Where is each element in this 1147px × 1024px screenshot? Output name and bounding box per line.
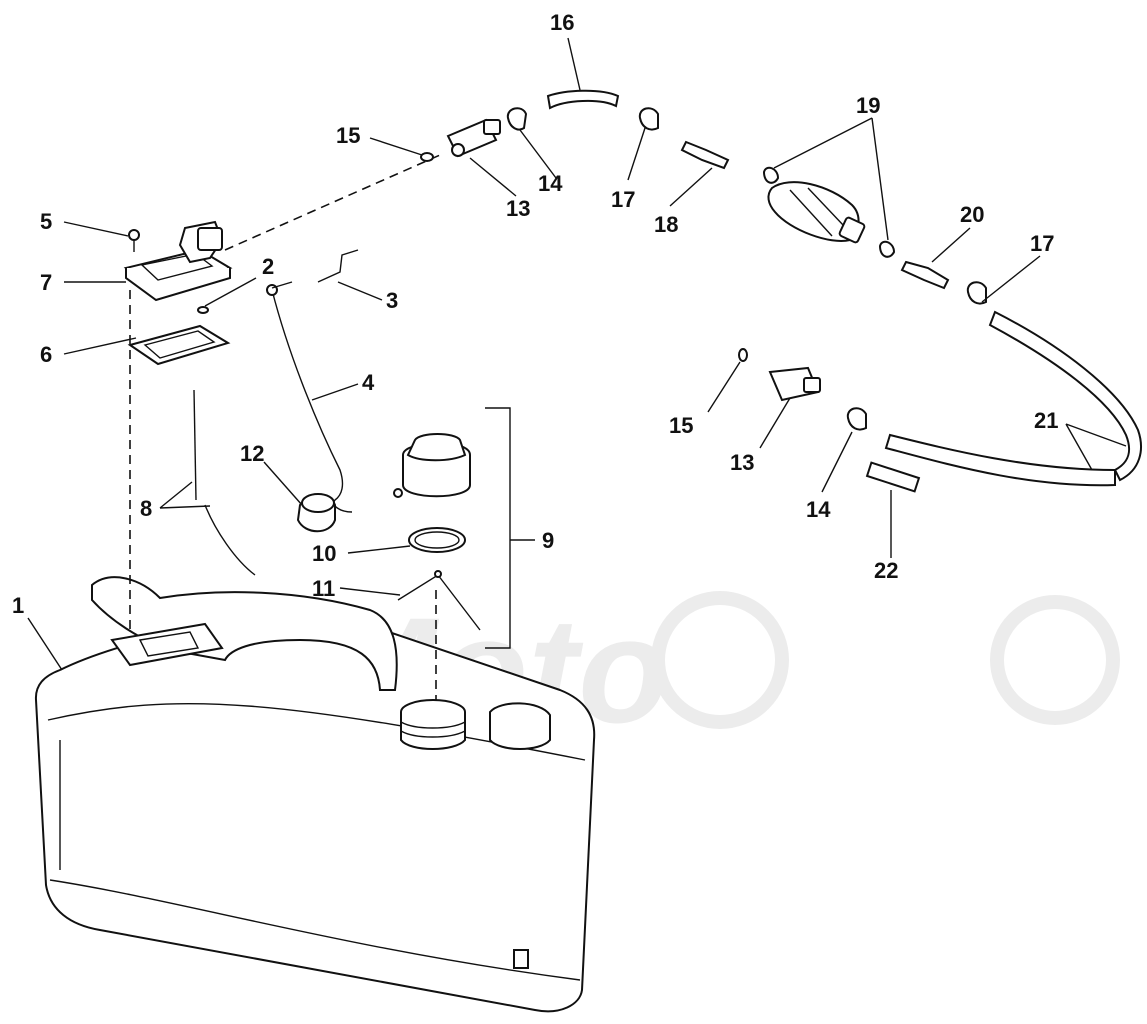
hose-16 [546, 89, 620, 110]
tether [397, 570, 481, 631]
bracket-9 [485, 407, 511, 649]
clamp-17-right [966, 281, 987, 305]
alignment-line [224, 154, 441, 251]
callout-label: 20 [960, 202, 984, 227]
clamp-17-left [638, 107, 659, 131]
callout-label: 7 [40, 270, 52, 295]
connector-13-lower [768, 366, 821, 402]
callout-label: 10 [312, 541, 336, 566]
callout-label: 1 [12, 593, 24, 618]
callout-label: 19 [856, 93, 880, 118]
retaining-clip [317, 249, 359, 283]
callout-label: 14 [538, 171, 563, 196]
callout-label: 5 [40, 209, 52, 234]
fuel-gauge-assembly [123, 220, 233, 302]
callout-label: 14 [806, 497, 831, 522]
callout-label: 18 [654, 212, 678, 237]
callout-label: 17 [1030, 231, 1054, 256]
connector-13-top [446, 118, 501, 158]
gasket [127, 324, 231, 366]
screw [128, 229, 140, 252]
callout-label: 13 [506, 196, 530, 221]
callout-label: 15 [669, 413, 693, 438]
callout-label: 13 [730, 450, 754, 475]
fuel-tank [34, 576, 596, 1013]
o-ring-15-lower [738, 348, 748, 362]
callout-label: 15 [336, 123, 360, 148]
callout-label: 16 [550, 10, 574, 35]
callout-label: 12 [240, 441, 264, 466]
fitting-20 [900, 260, 950, 290]
primer-bulb [767, 181, 866, 244]
callout-label: 22 [874, 558, 898, 583]
float [296, 493, 336, 533]
callout-label: 17 [611, 187, 635, 212]
hose-21 [988, 310, 1142, 482]
callout-label: 6 [40, 342, 52, 367]
callout-label: 4 [362, 370, 375, 395]
callout-label: 9 [542, 528, 554, 553]
clamp-14-top [506, 107, 528, 131]
callout-label: 3 [386, 288, 398, 313]
hose-21-lower [884, 433, 1116, 487]
callout-label: 2 [262, 254, 274, 279]
callout-label: 21 [1034, 408, 1058, 433]
filler-cap [393, 433, 471, 498]
callout-labels: 1 2 3 4 5 6 7 8 9 10 11 12 13 13 14 14 1… [12, 10, 1058, 618]
leader-lines [27, 37, 1127, 671]
clamp-19-right [878, 240, 896, 258]
cap-gasket [408, 527, 466, 553]
pickup-tube [193, 389, 256, 576]
clamp-14-lower [846, 407, 867, 431]
callout-label: 8 [140, 496, 152, 521]
clamp-19-left [762, 166, 780, 184]
o-ring-15-top [420, 152, 434, 162]
o-ring-small [197, 306, 209, 314]
filter-22 [865, 461, 921, 493]
callout-label: 11 [312, 576, 335, 601]
float-arm [266, 281, 353, 513]
fitting-18 [680, 140, 730, 170]
